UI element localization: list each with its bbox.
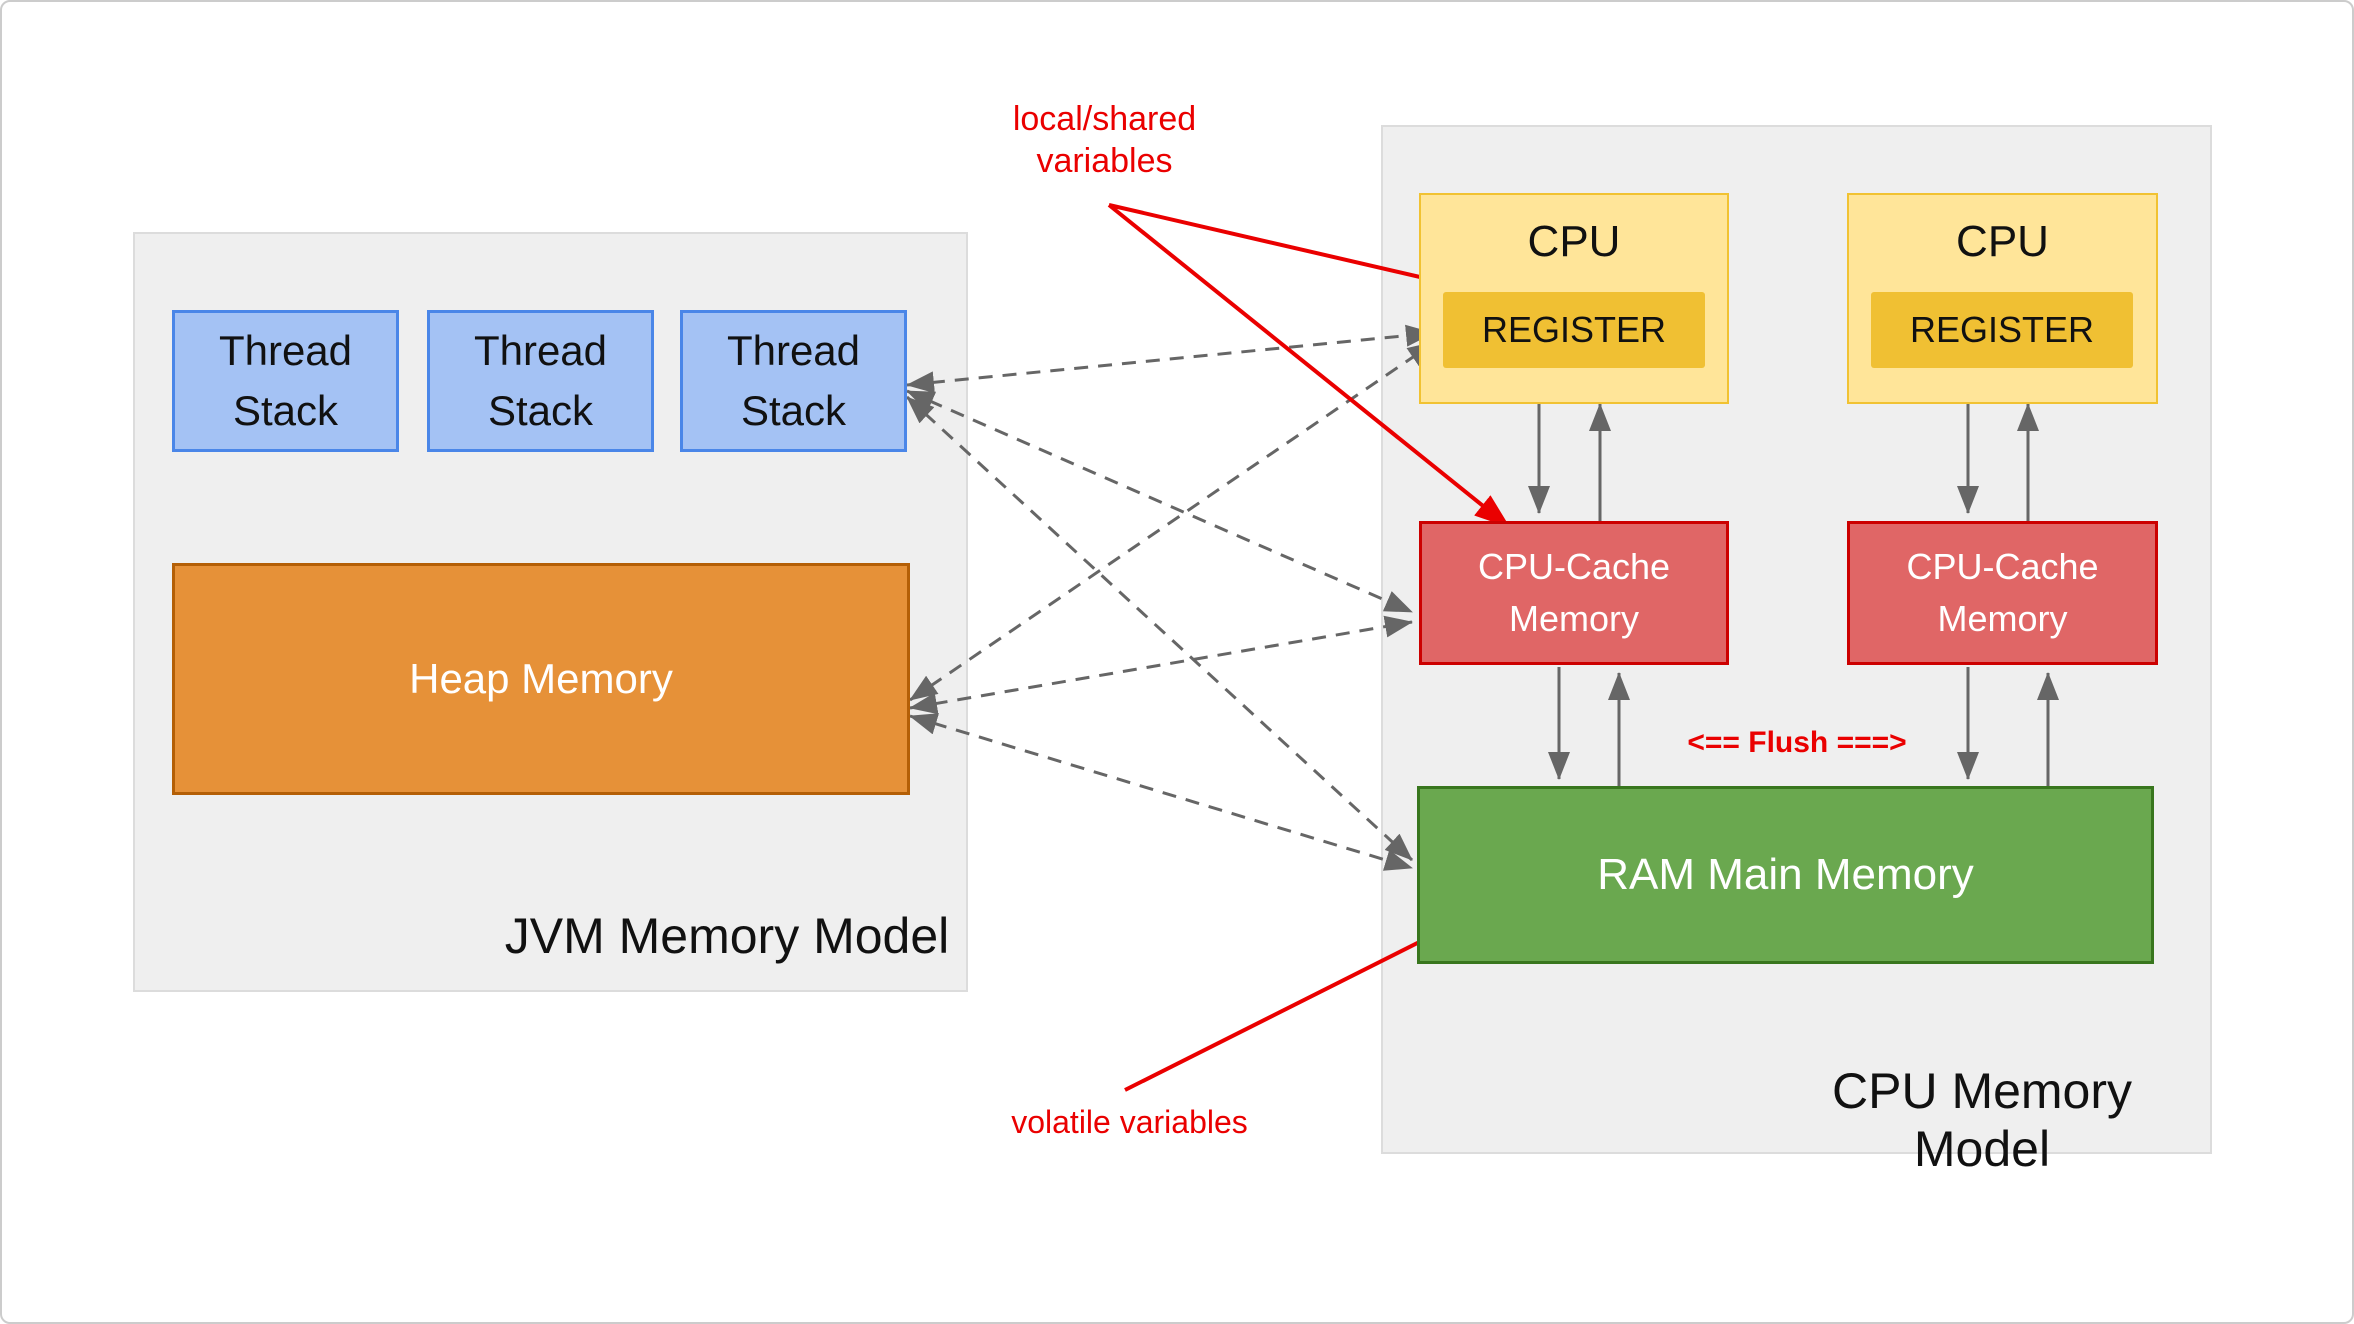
register-label: REGISTER — [1481, 309, 1667, 350]
dashed-link-lines — [905, 324, 1436, 871]
thread-stack-box-2: Thread Stack — [427, 310, 654, 452]
flush-label: <== Flush ===> — [1687, 726, 1907, 759]
thread-stack-box-3: Thread Stack — [680, 310, 907, 452]
heap-memory-label: Heap Memory — [409, 655, 673, 702]
register-label: REGISTER — [1909, 309, 2095, 350]
cpu-label: CPU — [1527, 217, 1621, 266]
register-box-2: REGISTER — [1871, 292, 2133, 368]
jvm-panel-title: JVM Memory Model — [504, 908, 950, 964]
thread-stack-label: Thread Stack — [726, 327, 861, 434]
cpu-cache-box-1: CPU-Cache Memory — [1419, 521, 1729, 665]
ram-label: RAM Main Memory — [1597, 850, 1974, 899]
cpu-label: CPU — [1956, 217, 2049, 266]
volatile-variables-note: volatile variables — [1011, 1104, 1248, 1140]
local-shared-variables-note: local/shared variables — [1012, 100, 1197, 180]
cpu-cache-label: CPU-Cache Memory — [1477, 545, 1671, 639]
thread-stack-label: Thread Stack — [473, 327, 608, 434]
thread-stack-box-1: Thread Stack — [172, 310, 399, 452]
cpu-cache-label: CPU-Cache Memory — [1906, 545, 2099, 639]
ram-main-memory-box: RAM Main Memory — [1417, 786, 2154, 964]
register-box-1: REGISTER — [1443, 292, 1705, 368]
cpu-box-1: CPU REGISTER — [1419, 193, 1729, 404]
cpu-panel-title: CPU Memory Model — [1831, 1063, 2133, 1177]
thread-stack-label: Thread Stack — [218, 327, 353, 434]
cpu-box-2: CPU REGISTER — [1847, 193, 2158, 404]
heap-memory-box: Heap Memory — [172, 563, 910, 795]
cpu-cache-box-2: CPU-Cache Memory — [1847, 521, 2158, 665]
